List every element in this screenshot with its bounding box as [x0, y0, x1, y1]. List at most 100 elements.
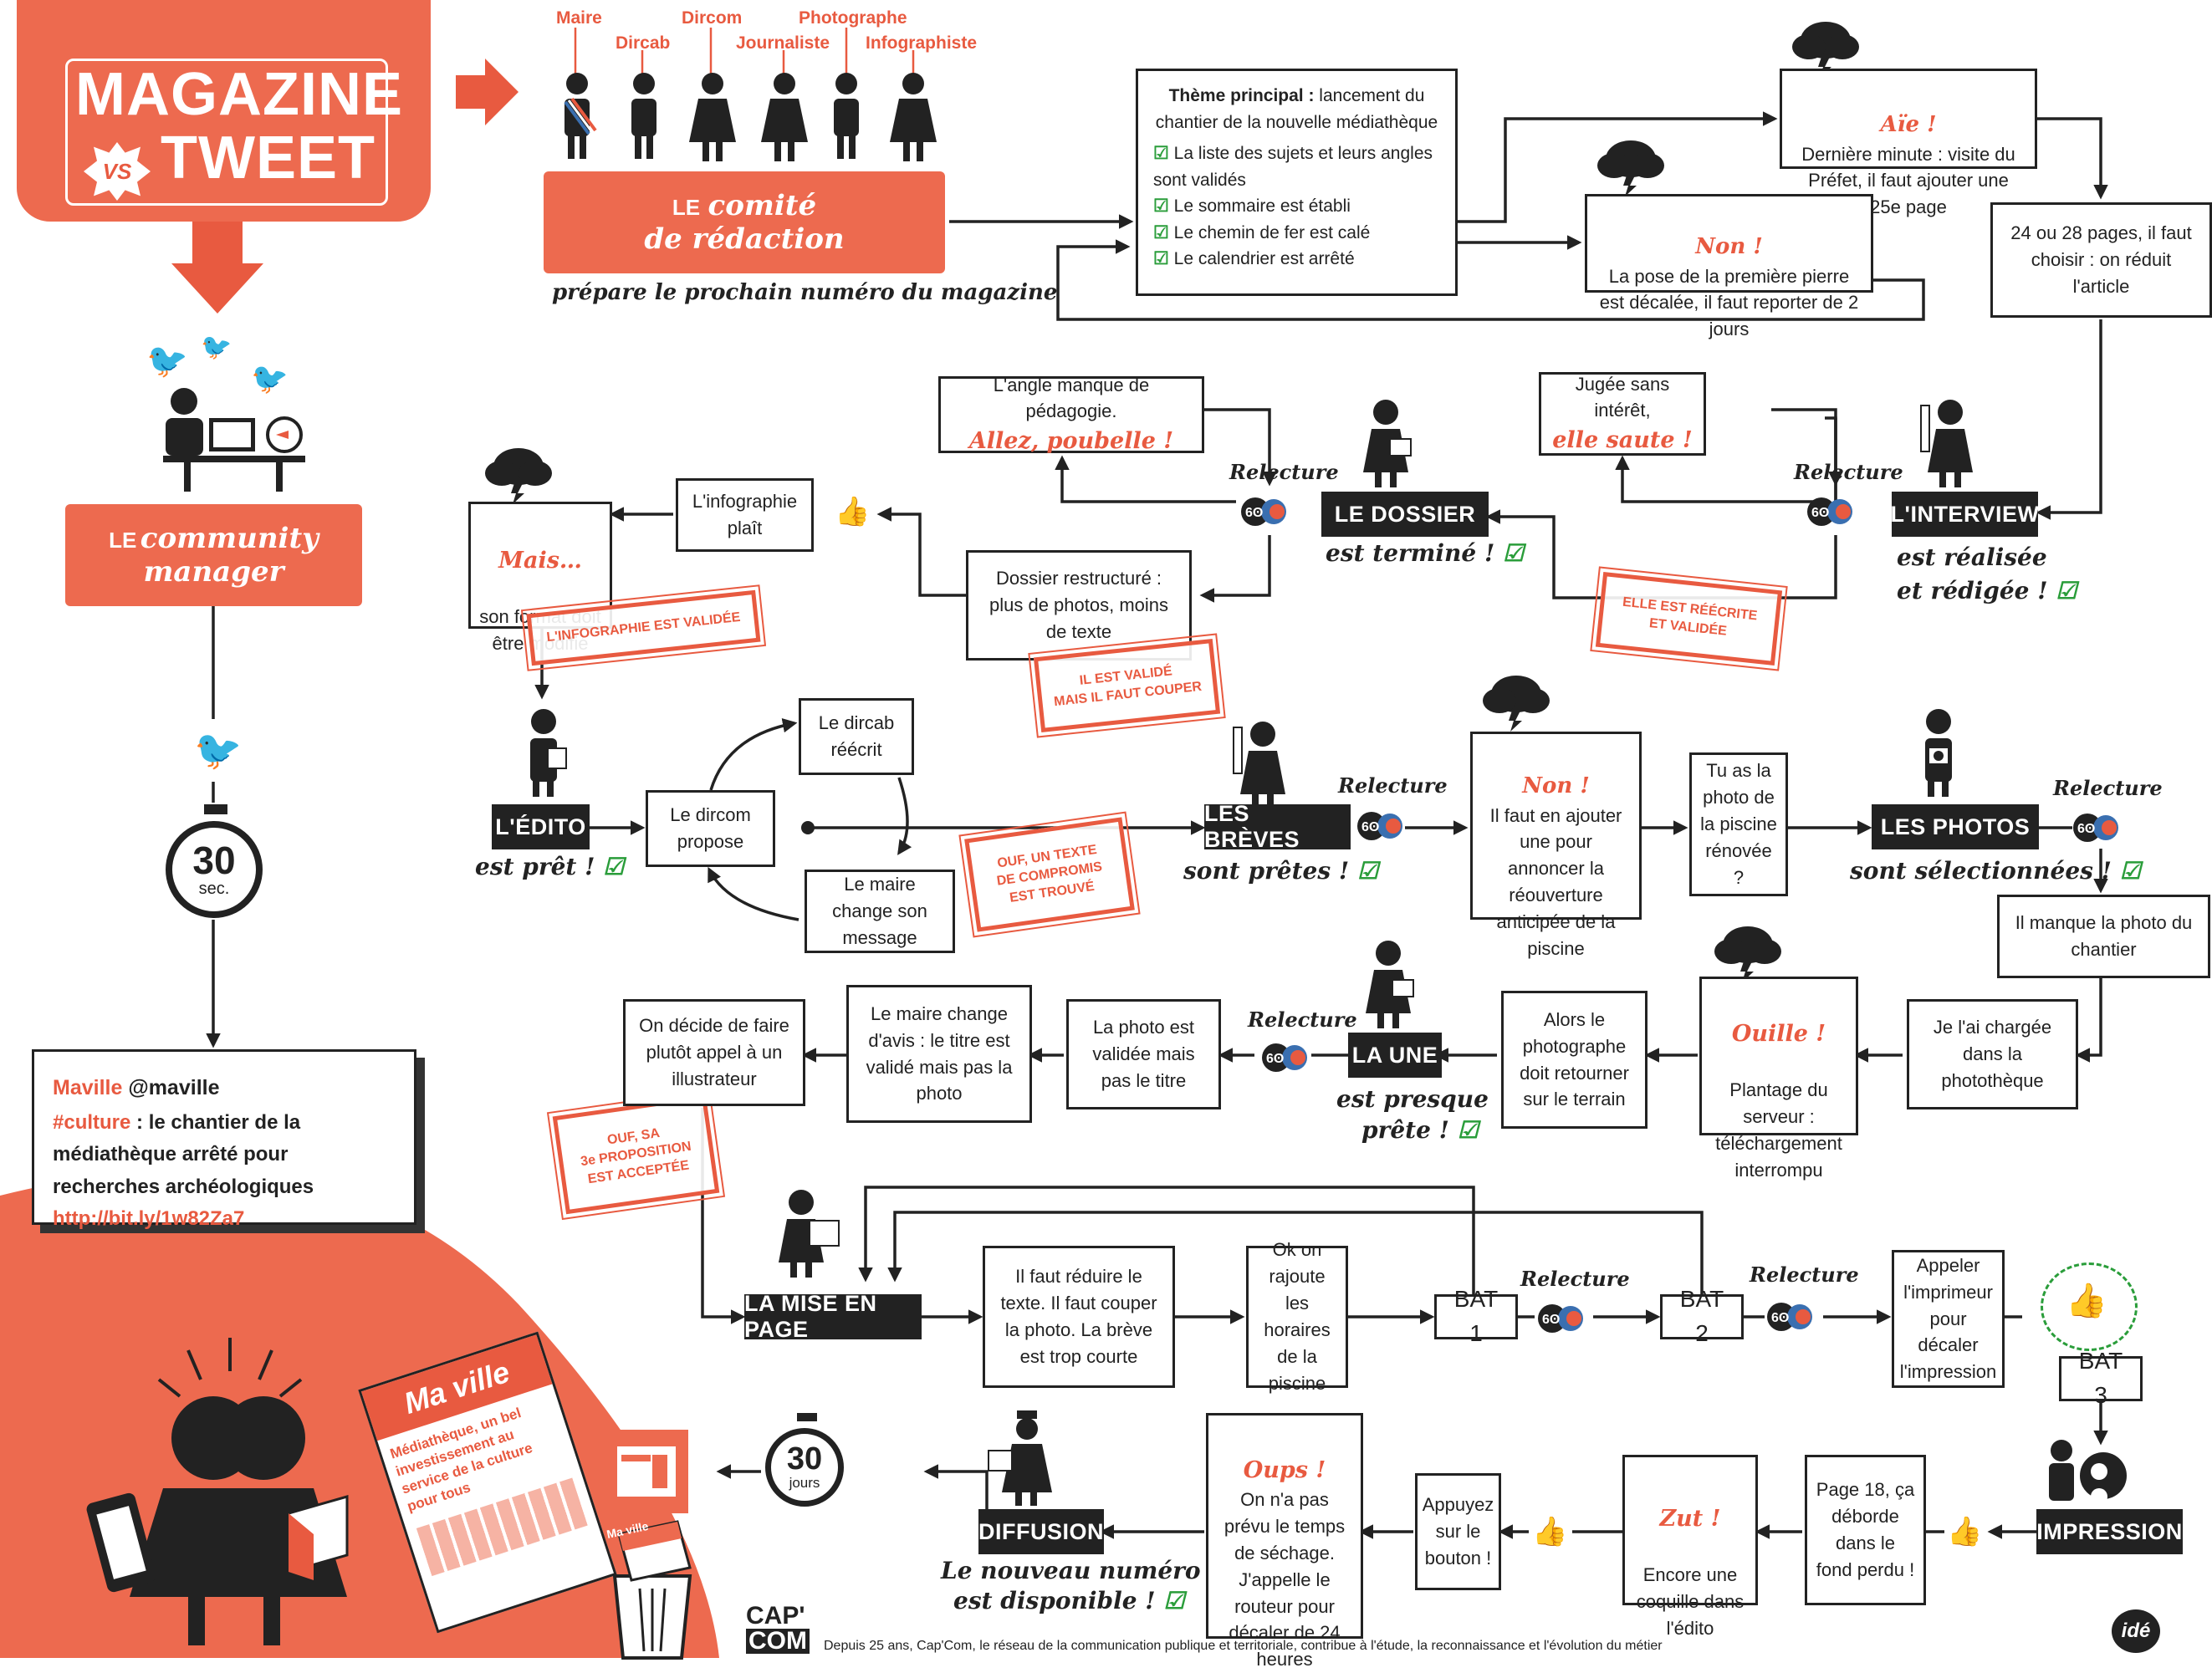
oups-exclaim: Oups ! [1243, 1456, 1326, 1483]
label-mise-en-page: LA MISE EN PAGE [744, 1291, 922, 1342]
glasses-icon: 6ʘ [1261, 1041, 1311, 1079]
comite-prefix: LE [672, 195, 701, 220]
tweet-hashtag[interactable]: #culture [53, 1110, 131, 1134]
caption-edito: est prêt ! ☑ [475, 853, 625, 880]
bird-icon: 🐦 [201, 334, 232, 361]
ouille-exclaim: Ouille ! [1731, 1020, 1826, 1047]
relecture-label: Relecture [2053, 776, 2163, 800]
pages-box: 24 ou 28 pages, il faut choisir : on réd… [1990, 202, 2212, 318]
check-icon: ☑ [1153, 196, 1174, 216]
facteur-figure-icon [987, 1409, 1062, 1513]
storm-cloud-icon [1788, 15, 1863, 78]
tweet-body: : le chantier de la médiathèque arrêté p… [53, 1110, 314, 1198]
capcom-logo-line2: COM [746, 1629, 810, 1654]
comite-subtitle: prépare le prochain numéro du magazine [552, 280, 1058, 305]
theme-item: ☑ Le sommaire est établi [1153, 196, 1351, 216]
oups-box: Oups ! On n'a pas prévu le temps de séch… [1206, 1413, 1363, 1670]
check-icon: ☑ [1356, 857, 1379, 885]
printer-figure-icon [2041, 1438, 2133, 1517]
label-breves: LES BRÈVES [1204, 801, 1351, 852]
role-photographe: Photographe [799, 8, 907, 28]
role-dircab: Dircab [616, 33, 671, 53]
community-prefix: LE [109, 528, 137, 553]
dossier-angle-script: Allez, poubelle ! [968, 428, 1174, 455]
label-dossier: LE DOSSIER [1321, 492, 1489, 537]
capcom-logo: CAP' COM [746, 1604, 810, 1654]
glasses-icon: 6ʘ [1806, 495, 1857, 533]
relecture-label: Relecture [1248, 1007, 1357, 1032]
comite-script: comité [708, 189, 817, 222]
caption-diffusion-1: Le nouveau numéro [941, 1557, 1201, 1584]
check-icon: ☑ [603, 853, 625, 880]
non2-exclaim: Non ! [1522, 773, 1590, 798]
svg-text:6ʘ: 6ʘ [1811, 506, 1829, 520]
check-icon: ☑ [2056, 577, 2077, 604]
imprimeur-box: Appeler l'imprimeur pour décaler l'impre… [1892, 1250, 2005, 1388]
bat2-box: BAT 2 [1660, 1286, 1744, 1346]
caption-dossier: est terminé ! ☑ [1326, 539, 1525, 567]
check-icon: ☑ [1163, 1587, 1185, 1614]
community-script1: community [140, 522, 319, 555]
manque-box: Il manque la photo du chantier [1997, 895, 2210, 978]
theme-title: Thème principal : [1168, 86, 1315, 105]
theme-item: ☑ Le calendrier est arrêté [1153, 249, 1355, 268]
cycle-maire-box: Le maire change son message [805, 870, 955, 953]
twitter-bird-icon: 🐦 [194, 728, 243, 772]
dossier-restructure-box: Dossier restructuré : plus de photos, mo… [966, 550, 1192, 661]
check-icon: ☑ [1153, 222, 1174, 242]
tweet-handle[interactable]: @maville [128, 1076, 220, 1099]
readers-figure-icon [79, 1329, 355, 1660]
storm-cloud-icon [1479, 669, 1554, 732]
title-banner [17, 0, 431, 222]
theme-box: Thème principal : lancement du chantier … [1136, 69, 1458, 296]
journaliste-figure-icon [1917, 397, 1975, 493]
check-icon: ☑ [1457, 1116, 1479, 1144]
burst-icon [2041, 1262, 2138, 1351]
glasses-icon: 6ʘ [1356, 809, 1407, 847]
tweet-author[interactable]: Maville [53, 1076, 123, 1099]
zut-box: Zut ! Encore une coquille dans l'édito [1622, 1455, 1758, 1639]
horaires-box: Ok on rajoute les horaires de la piscine [1246, 1239, 1348, 1394]
jugee-box: Jugée sans intérêt, elle saute ! [1539, 372, 1706, 456]
label-edito: L'ÉDITO [492, 804, 590, 849]
label-une: LA UNE [1348, 1033, 1442, 1078]
bat1-box: BAT 1 [1434, 1286, 1518, 1346]
relecture-label: Relecture [1750, 1262, 1859, 1287]
timer-sec-icon: 30 sec. [166, 804, 266, 921]
cycle-dircom-box: Le dircom propose [646, 790, 775, 867]
tweet-card: Maville @maville #culture : le chantier … [32, 1049, 416, 1230]
comite-script2: de rédaction [644, 222, 845, 256]
caption-une-1: est presque [1336, 1085, 1489, 1113]
label-interview: L'INTERVIEW [1891, 492, 2039, 537]
bird-icon: 🐦 [251, 361, 289, 395]
check-icon: ☑ [1502, 539, 1525, 567]
check-icon: ☑ [1153, 144, 1174, 163]
aie-exclaim: Aïe ! [1880, 111, 1937, 137]
dot-marker [801, 821, 815, 834]
dircab-figure-icon [520, 706, 570, 803]
relecture-label: Relecture [1229, 460, 1339, 484]
cycle-dircab-box: Le dircab réécrit [799, 698, 914, 775]
page18-box: Page 18, ça déborde dans le fond perdu ! [1805, 1455, 1926, 1605]
theme-title-rest: lancement du chantier de la nouvelle méd… [1155, 86, 1438, 132]
bat3-box: BAT 3 [2059, 1348, 2143, 1408]
capcom-logo-line1: CAP' [746, 1602, 805, 1630]
timer-sec-value: 30 [192, 838, 236, 882]
thumbs-up-icon: 👍 [835, 496, 871, 528]
caption-interview-2: et rédigée ! ☑ [1897, 577, 2077, 604]
relecture-label: Relecture [1338, 773, 1448, 798]
svg-text:6ʘ: 6ʘ [1771, 1311, 1789, 1325]
thumbs-up-icon: 👍 [1532, 1516, 1568, 1548]
thumbs-up-icon: 👍 [1947, 1516, 1983, 1548]
check-icon: ☑ [1153, 249, 1174, 268]
svg-text:6ʘ: 6ʘ [2077, 822, 2095, 836]
theme-item: ☑ La liste des sujets et leurs angles so… [1153, 144, 1433, 190]
non1-text: La pose de la première pierre est décalé… [1599, 265, 1859, 340]
maire-avis-box: Le maire change d'avis : le titre est va… [846, 985, 1032, 1123]
photographe-figure-icon [1915, 706, 1965, 803]
non1-box: Non ! La pose de la première pierre est … [1585, 194, 1873, 339]
community-manager-figure-icon [151, 385, 309, 497]
tweet-link[interactable]: http://bit.ly/1w82Za7 [53, 1206, 245, 1230]
jugee-script: elle saute ! [1552, 427, 1693, 454]
